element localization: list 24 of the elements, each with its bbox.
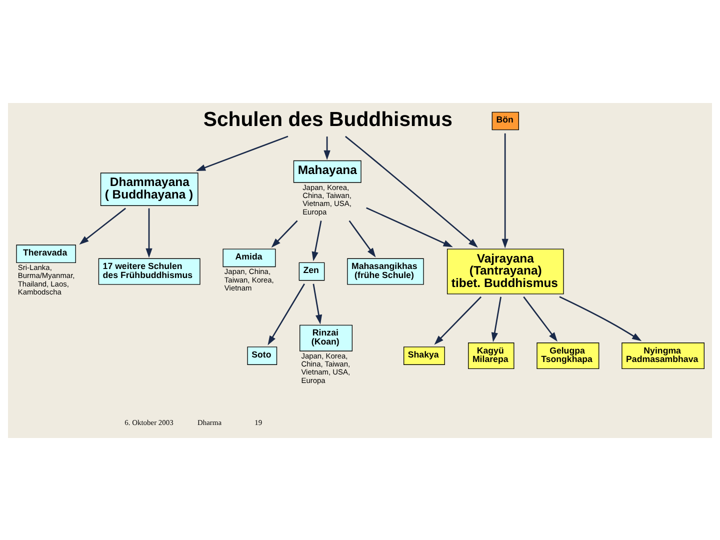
node-label: Japan, Korea, China, Taiwan, Vietnam, USA, Europa: [302, 182, 352, 216]
arrow: [324, 136, 330, 160]
arrow: [312, 283, 322, 324]
arrow: [348, 220, 376, 257]
node-label: Sri-Lanka, Burma/Myanmar, Thailand, Laos, Kambodscha: [18, 262, 75, 296]
arrow: [559, 296, 642, 341]
arrow: [502, 132, 508, 248]
label: 19: [254, 417, 262, 426]
arrow: [79, 207, 126, 244]
arrow: [345, 135, 478, 248]
arrow: [523, 296, 558, 342]
label: Dharma: [197, 417, 222, 426]
node-text: Schulen des Buddhismus: [203, 108, 452, 130]
arrow: [268, 283, 305, 345]
arrow: [196, 135, 288, 170]
arrow: [312, 220, 322, 261]
node-label: Japan, Korea, China, Taiwan, Vietnam, USA, Europa: [301, 350, 350, 384]
node-label: Japan, China, Taiwan, Korea, Vietnam: [224, 266, 274, 292]
arrow: [146, 208, 152, 258]
arrow: [271, 220, 298, 248]
arrow: [434, 296, 482, 344]
arrow: [491, 296, 502, 342]
label: 6. Oktober 2003: [124, 417, 174, 426]
arrow: [366, 206, 453, 247]
